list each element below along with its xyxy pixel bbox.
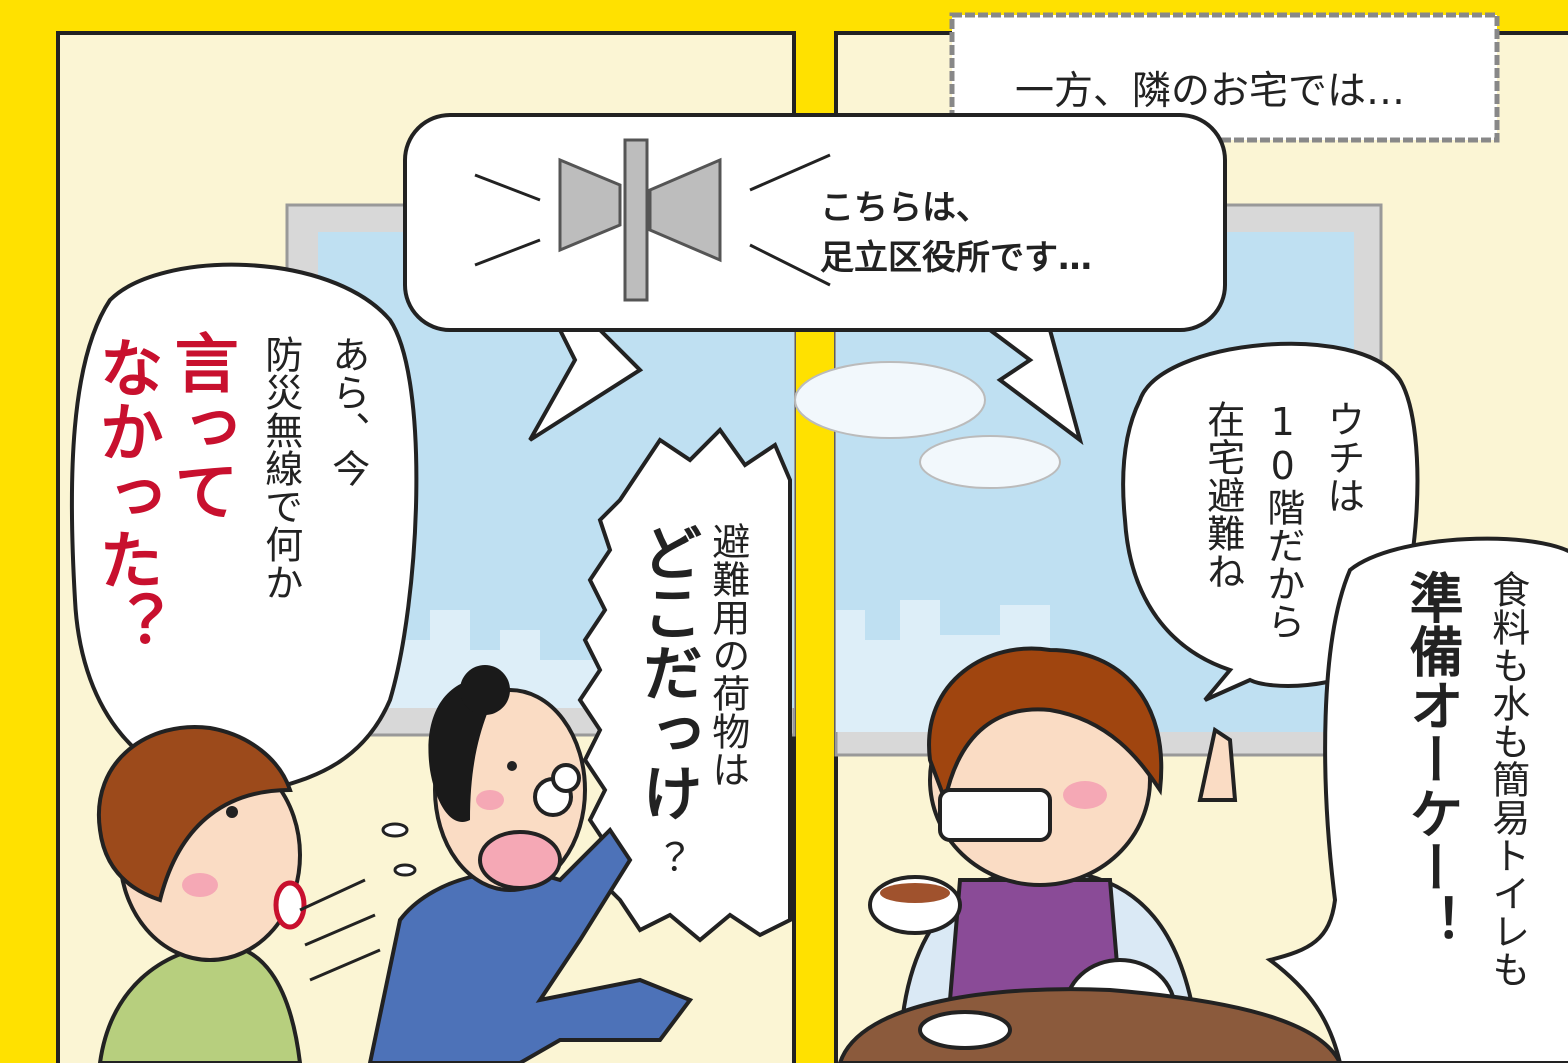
loudspeaker-line-1: こちらは、 (820, 188, 990, 228)
loudspeaker-icon (474, 138, 831, 302)
neighbor-line-1: ウチは (1320, 400, 1365, 514)
loudspeaker-bubble (403, 113, 1227, 446)
woman-emphasis-2: なかった？ (88, 335, 163, 655)
loudspeaker-line-2: 足立区役所です… (820, 238, 1092, 278)
woman-speech-bubble (69, 262, 419, 835)
man-character (299, 665, 694, 1063)
woman-emphasis-1: 言って (163, 330, 238, 522)
preparation-bubble (1265, 536, 1568, 1063)
preparation-emphasis: 準備オーケー！ (1400, 570, 1464, 948)
woman-line-1: あら、今 (325, 335, 370, 487)
neighbor-line-3: 在宅避難ね (1200, 400, 1245, 590)
narration-caption: 一方、隣のお宅では… (1015, 69, 1406, 114)
woman-line-2: 防災無線で何か (258, 335, 303, 601)
man-question-mark: ？ (640, 840, 685, 878)
man-emphasis: どこだっけ (632, 522, 702, 822)
saucer (918, 1010, 1012, 1050)
woman-character (96, 725, 307, 1063)
neighbor-line-2: 10階だから (1260, 400, 1305, 640)
preparation-line-1: 食料も水も簡易トイレも (1485, 570, 1530, 988)
man-line-1: 避難用の荷物は (705, 522, 750, 788)
